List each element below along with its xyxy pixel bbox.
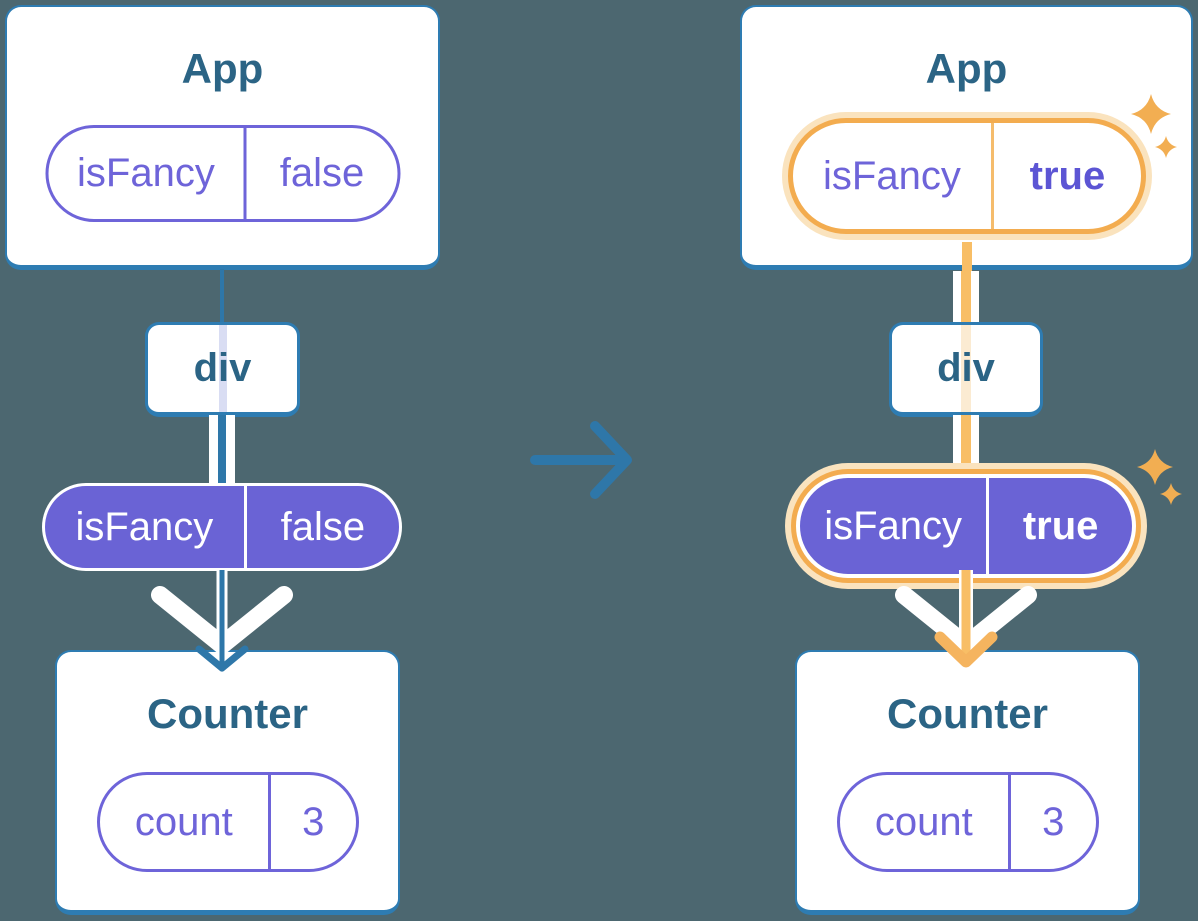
state-value-label: 3 bbox=[1042, 799, 1065, 844]
right-app-title: App bbox=[925, 45, 1008, 92]
left-prop-pill: isFancy false bbox=[42, 483, 402, 571]
arrowhead-icon bbox=[195, 645, 249, 672]
right-div-label: div bbox=[937, 346, 995, 390]
state-key-label: isFancy bbox=[793, 123, 995, 229]
right-prop-pill-highlighted: isFancy true bbox=[796, 474, 1136, 578]
state-value-label: 3 bbox=[302, 799, 325, 844]
sparkle-icon bbox=[1137, 449, 1182, 505]
prop-key-label: isFancy bbox=[45, 486, 247, 568]
state-value-label: false bbox=[279, 151, 365, 195]
state-key-label: isFancy bbox=[48, 128, 247, 219]
right-arrow-icon bbox=[530, 421, 632, 499]
right-pill-to-cardedge-connector bbox=[962, 242, 972, 272]
right-down-arrow bbox=[895, 570, 1037, 668]
right-app-state-pill-highlighted: isFancy true bbox=[787, 118, 1146, 234]
state-value-label: true bbox=[1029, 153, 1106, 198]
left-div-label: div bbox=[193, 346, 252, 390]
left-app-title: App bbox=[181, 45, 264, 92]
left-app-card: App isFancy false bbox=[5, 5, 440, 270]
state-key-label: count bbox=[840, 775, 1012, 869]
left-prop-through-line bbox=[218, 325, 227, 412]
left-down-arrow bbox=[151, 570, 293, 672]
left-app-state-pill: isFancy false bbox=[45, 125, 400, 222]
prop-value-label: false bbox=[280, 504, 366, 549]
left-counter-state-pill: count 3 bbox=[96, 772, 359, 872]
left-div-to-prop-connector bbox=[209, 415, 235, 484]
sparkle-icon bbox=[1131, 94, 1177, 158]
arrowhead-icon bbox=[934, 631, 998, 668]
left-counter-title: Counter bbox=[147, 690, 308, 737]
right-app-to-div-connector bbox=[953, 271, 979, 323]
left-counter-card: Counter count 3 bbox=[55, 650, 400, 915]
right-div-to-prop-connector bbox=[953, 415, 979, 465]
left-app-to-div-connector bbox=[220, 269, 224, 323]
state-key-label: count bbox=[100, 775, 272, 869]
left-div-node: div bbox=[145, 322, 300, 417]
prop-value-label: true bbox=[1022, 503, 1099, 548]
right-prop-through-line bbox=[961, 325, 971, 412]
prop-key-label: isFancy bbox=[800, 478, 990, 574]
right-div-node: div bbox=[889, 322, 1043, 417]
right-counter-title: Counter bbox=[887, 690, 1048, 737]
right-counter-card: Counter count 3 bbox=[795, 650, 1140, 915]
right-app-card: App isFancy true bbox=[740, 5, 1193, 270]
right-counter-state-pill: count 3 bbox=[836, 772, 1099, 872]
